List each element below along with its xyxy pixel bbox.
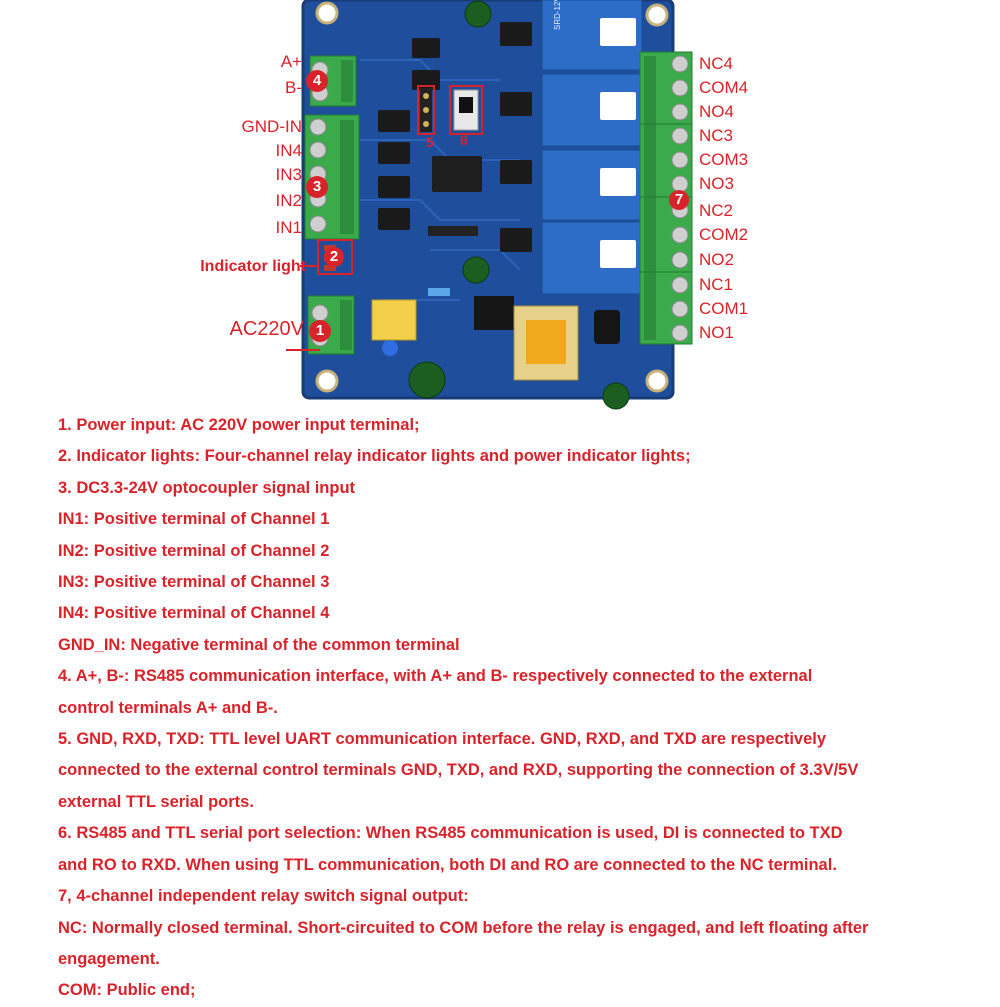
desc-line: external TTL serial ports. [58,792,254,811]
badge-3: 3 [306,176,328,198]
label-no4: NO4 [699,102,734,121]
desc-line: 4. A+, B-: RS485 communication interface… [58,667,813,686]
label-in2: IN2 [275,191,302,210]
desc-line: IN3: Positive terminal of Channel 3 [58,573,330,592]
desc-line: and RO to RXD. When using TTL communicat… [58,855,837,874]
optocouplers [378,22,532,252]
desc-line: NC: Normally closed terminal. Short-circ… [58,918,869,937]
relay-board-image: SRD-12VDC [286,0,693,410]
badge-6: 6 [460,132,468,148]
desc-line: 7, 4-channel independent relay switch si… [58,887,469,906]
label-nc1: NC1 [699,275,734,294]
capacitor [408,361,446,399]
badge-5: 5 [426,134,434,150]
desc-line: 5. GND, RXD, TXD: TTL level UART communi… [58,730,827,749]
mcu-chip [432,156,482,192]
mounting-hole [315,369,339,393]
uart-highlight-box [417,85,435,135]
label-nc4: NC4 [699,54,734,73]
label-com4: COM4 [699,78,749,97]
label-b-minus: B- [285,78,302,97]
desc-line: connected to the external control termin… [58,761,859,780]
label-gnd-in: GND-IN [241,117,302,136]
label-ac220v: AC220V [229,318,305,340]
desc-line: IN2: Positive terminal of Channel 2 [58,541,330,560]
uart-header [420,88,432,132]
desc-line: IN4: Positive terminal of Channel 4 [58,604,330,623]
label-nc3: NC3 [699,126,734,145]
desc-line: IN1: Positive terminal of Channel 1 [58,510,330,529]
label-no2: NO2 [699,250,734,269]
description-text: 1. Power input: AC 220V power input term… [58,410,958,1007]
capacitor [594,310,620,344]
desc-line: 6. RS485 and TTL serial port selection: … [58,824,843,843]
desc-line: COM: Public end; [58,981,196,1000]
label-in4: IN4 [275,141,302,160]
indicator-highlight-box [317,239,353,275]
svg-text:SRD-12VDC: SRD-12VDC [553,0,562,30]
capacitor [464,0,492,28]
desc-line: GND_IN: Negative terminal of the common … [58,635,460,654]
label-no3: NO3 [699,174,734,193]
label-com3: COM3 [699,150,749,169]
desc-line: 3. DC3.3-24V optocoupler signal input [58,478,356,497]
capacitor [462,256,490,284]
switch-highlight-box [449,85,483,135]
desc-line: control terminals A+ and B-. [58,698,278,717]
badge-2: 2 [324,247,344,267]
desc-line: engagement. [58,949,160,968]
power-module [474,296,514,330]
label-indicator-light: Indicator light [200,258,306,275]
label-com2: COM2 [699,225,749,244]
desc-line: 1. Power input: AC 220V power input term… [58,416,420,434]
label-a-plus: A+ [280,52,302,71]
power-terminal-block [307,295,355,355]
badge-1: 1 [309,320,331,342]
mounting-hole [315,1,339,25]
label-in3: IN3 [275,165,302,184]
mounting-hole [645,369,669,393]
label-in1: IN1 [275,218,302,237]
label-nc2: NC2 [699,201,734,220]
badge-7: 7 [669,190,689,210]
label-no1: NO1 [699,323,734,342]
desc-line: 2. Indicator lights: Four-channel relay … [58,447,691,466]
yellow-capacitor [371,299,417,341]
capacitor [602,382,630,410]
selection-switch [453,89,479,131]
badge-4: 4 [306,70,328,92]
mounting-hole [645,3,669,27]
label-com1: COM1 [699,299,749,318]
